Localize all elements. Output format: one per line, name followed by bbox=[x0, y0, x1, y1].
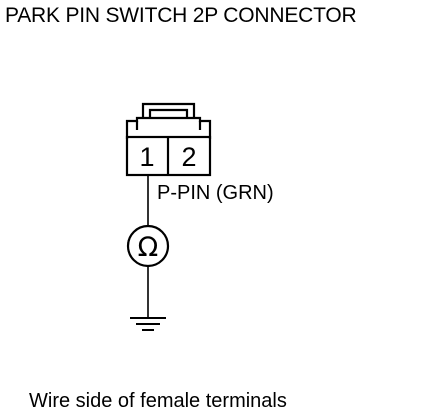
connector-housing bbox=[125, 102, 212, 177]
ground-icon bbox=[130, 317, 166, 331]
ohmmeter-icon: Ω bbox=[126, 224, 170, 268]
pin-2-label: 2 bbox=[181, 142, 196, 172]
ohm-symbol: Ω bbox=[138, 232, 159, 263]
diagram-caption: Wire side of female terminals bbox=[29, 390, 287, 412]
diagram-title: PARK PIN SWITCH 2P CONNECTOR bbox=[5, 4, 357, 27]
pin-1-label: 1 bbox=[139, 142, 154, 172]
wire-label: P-PIN (GRN) bbox=[157, 182, 274, 204]
